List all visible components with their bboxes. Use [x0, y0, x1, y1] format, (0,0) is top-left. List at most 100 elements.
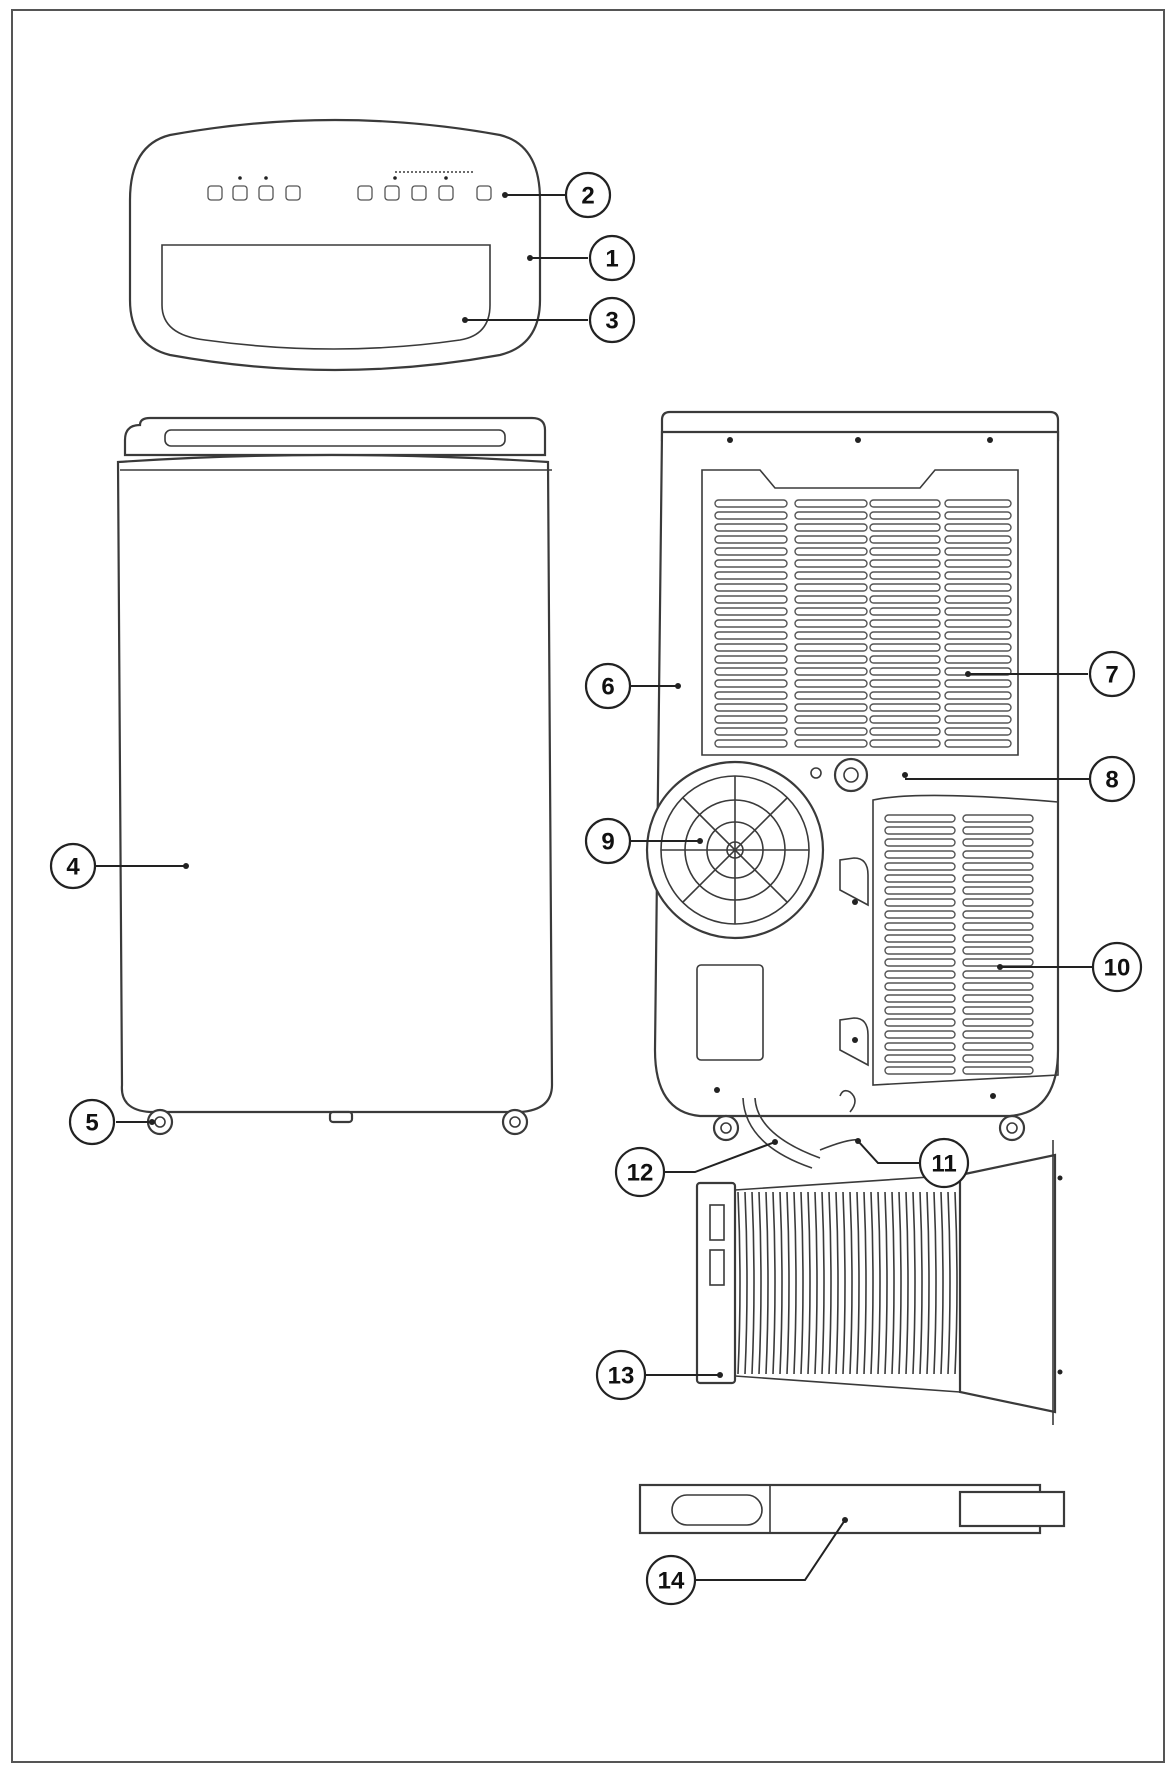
front-unit [116, 416, 554, 1136]
hose-rib [814, 1191, 818, 1375]
hose-rib [905, 1191, 909, 1375]
grille-slat [962, 970, 1034, 979]
grille-slat [869, 691, 941, 700]
callout-10: 10 [1091, 941, 1143, 993]
callout-7: 7 [1088, 650, 1136, 698]
hose-rib [772, 1191, 776, 1375]
grille-slat [944, 703, 1012, 712]
hose-rib [842, 1191, 846, 1375]
grille-slat [884, 886, 956, 895]
window-slider-kit [638, 1483, 1066, 1535]
hose-rib [926, 1191, 930, 1375]
callout-13-label: 13 [608, 1363, 635, 1390]
grille-slat [962, 826, 1034, 835]
grille-slat [884, 994, 956, 1003]
grille-slat [884, 814, 956, 823]
grille-slat [944, 583, 1012, 592]
callout-5: 5 [68, 1098, 116, 1146]
callout-3: 3 [588, 296, 636, 344]
grille-slat [794, 667, 868, 676]
top-panel [128, 118, 542, 372]
grille-slat [962, 898, 1034, 907]
hose-rib [849, 1191, 853, 1375]
grille-slat [869, 703, 941, 712]
grille-slat [884, 874, 956, 883]
hose-rib [919, 1191, 923, 1375]
hose-rib [779, 1191, 783, 1375]
grille-slat [884, 826, 956, 835]
callout-4: 4 [49, 842, 97, 890]
hose-rib [821, 1191, 825, 1375]
hose-rib [751, 1191, 755, 1375]
grille-slat [884, 1018, 956, 1027]
grille-slat [869, 739, 941, 748]
grille-slat [794, 499, 868, 508]
grille-slat [794, 631, 868, 640]
grille-slat [962, 1054, 1034, 1063]
grille-slat [869, 655, 941, 664]
grille-slat [962, 814, 1034, 823]
grille-slat [714, 499, 788, 508]
grille-slat [944, 595, 1012, 604]
grille-slat [794, 739, 868, 748]
grille-slat [884, 922, 956, 931]
grille-slat [884, 1006, 956, 1015]
callout-5-label: 5 [85, 1110, 98, 1137]
grille-slat [714, 667, 788, 676]
callout-14-label: 14 [658, 1568, 685, 1595]
callout-11-label: 11 [931, 1151, 956, 1178]
grille-slat [714, 559, 788, 568]
grille-slat [714, 643, 788, 652]
grille-slat [714, 679, 788, 688]
grille-slat [869, 727, 941, 736]
hose-rib [912, 1191, 916, 1375]
grille-slat [794, 715, 868, 724]
grille-slat [884, 898, 956, 907]
callout-6: 6 [584, 662, 632, 710]
grille-slat [944, 511, 1012, 520]
grille-slat [944, 523, 1012, 532]
grille-slat [884, 838, 956, 847]
callout-4-label: 4 [66, 854, 80, 881]
hose-rib [954, 1191, 958, 1375]
callout-9-label: 9 [601, 829, 614, 856]
control-buttons [207, 171, 492, 201]
callout-14: 14 [645, 1554, 697, 1606]
grille-slat [962, 1042, 1034, 1051]
grille-slat [962, 1066, 1034, 1075]
grille-slat [944, 655, 1012, 664]
grille-slat [794, 595, 868, 604]
callout-12-label: 12 [627, 1160, 654, 1187]
lower-air-filter-grille [872, 794, 1059, 1086]
grille-slat [944, 499, 1012, 508]
hose-rib [758, 1191, 762, 1375]
grille-slat [714, 583, 788, 592]
grille-slat [714, 631, 788, 640]
grille-slat [869, 571, 941, 580]
grille-slat [944, 535, 1012, 544]
grille-slat [714, 739, 788, 748]
grille-slat [962, 850, 1034, 859]
grille-slat [884, 862, 956, 871]
grille-slat [884, 910, 956, 919]
grille-slat [794, 547, 868, 556]
grille-slat [714, 535, 788, 544]
hose-rib [856, 1191, 860, 1375]
grille-slat [714, 703, 788, 712]
grille-slat [714, 715, 788, 724]
upper-air-filter-grille [701, 469, 1019, 756]
grille-slat [884, 1054, 956, 1063]
grille-slat [884, 982, 956, 991]
grille-slat [884, 958, 956, 967]
callout-12: 12 [614, 1146, 666, 1198]
grille-slat [869, 715, 941, 724]
rear-unit [645, 410, 1060, 1169]
callout-13: 13 [595, 1349, 647, 1401]
grille-slat [869, 499, 941, 508]
hose-rib [793, 1191, 797, 1375]
grille-slat [944, 739, 1012, 748]
grille-slat [962, 1006, 1034, 1015]
grille-slat [944, 631, 1012, 640]
grille-slat [794, 583, 868, 592]
grille-slat [869, 523, 941, 532]
